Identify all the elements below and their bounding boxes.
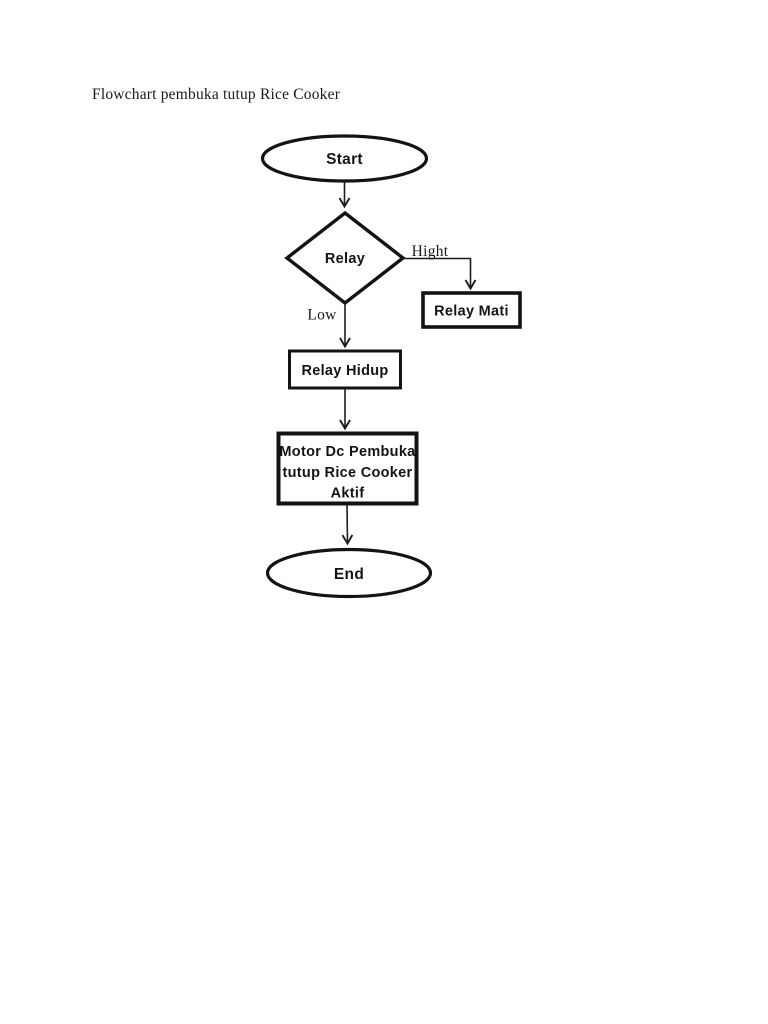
- flowchart-node-relay-mati: Relay Mati: [421, 291, 522, 329]
- motor-box: [276, 431, 419, 506]
- motor-label-line2: tutup Rice Cooker: [283, 465, 413, 481]
- relay-diamond: [284, 210, 406, 306]
- flowchart-node-motor: Motor Dc Pembuka tutup Rice Cooker Aktif: [276, 431, 419, 506]
- motor-label-line1: Motor Dc Pembuka: [279, 444, 416, 460]
- flowchart-node-relay-hidup: Relay Hidup: [288, 349, 402, 390]
- start-ellipse: [260, 134, 429, 183]
- relay-hidup-label: Relay Hidup: [301, 363, 388, 379]
- flowchart-node-end: End: [265, 547, 433, 599]
- edge-label-hight: Hight: [412, 243, 449, 260]
- relay-hidup-box: [288, 349, 402, 390]
- relay-mati-box: [421, 291, 522, 329]
- start-label: Start: [326, 151, 363, 168]
- edge-relay-to-relay-mati: [404, 257, 477, 291]
- motor-label-line3: Aktif: [331, 486, 365, 502]
- relay-mati-label: Relay Mati: [434, 304, 509, 320]
- edge-label-low: Low: [307, 307, 337, 324]
- end-ellipse: [265, 547, 433, 599]
- page-title: Flowchart pembuka tutup Rice Cooker: [92, 86, 341, 103]
- end-label: End: [334, 566, 364, 583]
- edge-motor-to-end: [341, 504, 354, 546]
- flowchart-node-start: Start: [260, 134, 429, 183]
- relay-label: Relay: [325, 251, 365, 267]
- flowchart-node-relay: Relay: [284, 210, 406, 306]
